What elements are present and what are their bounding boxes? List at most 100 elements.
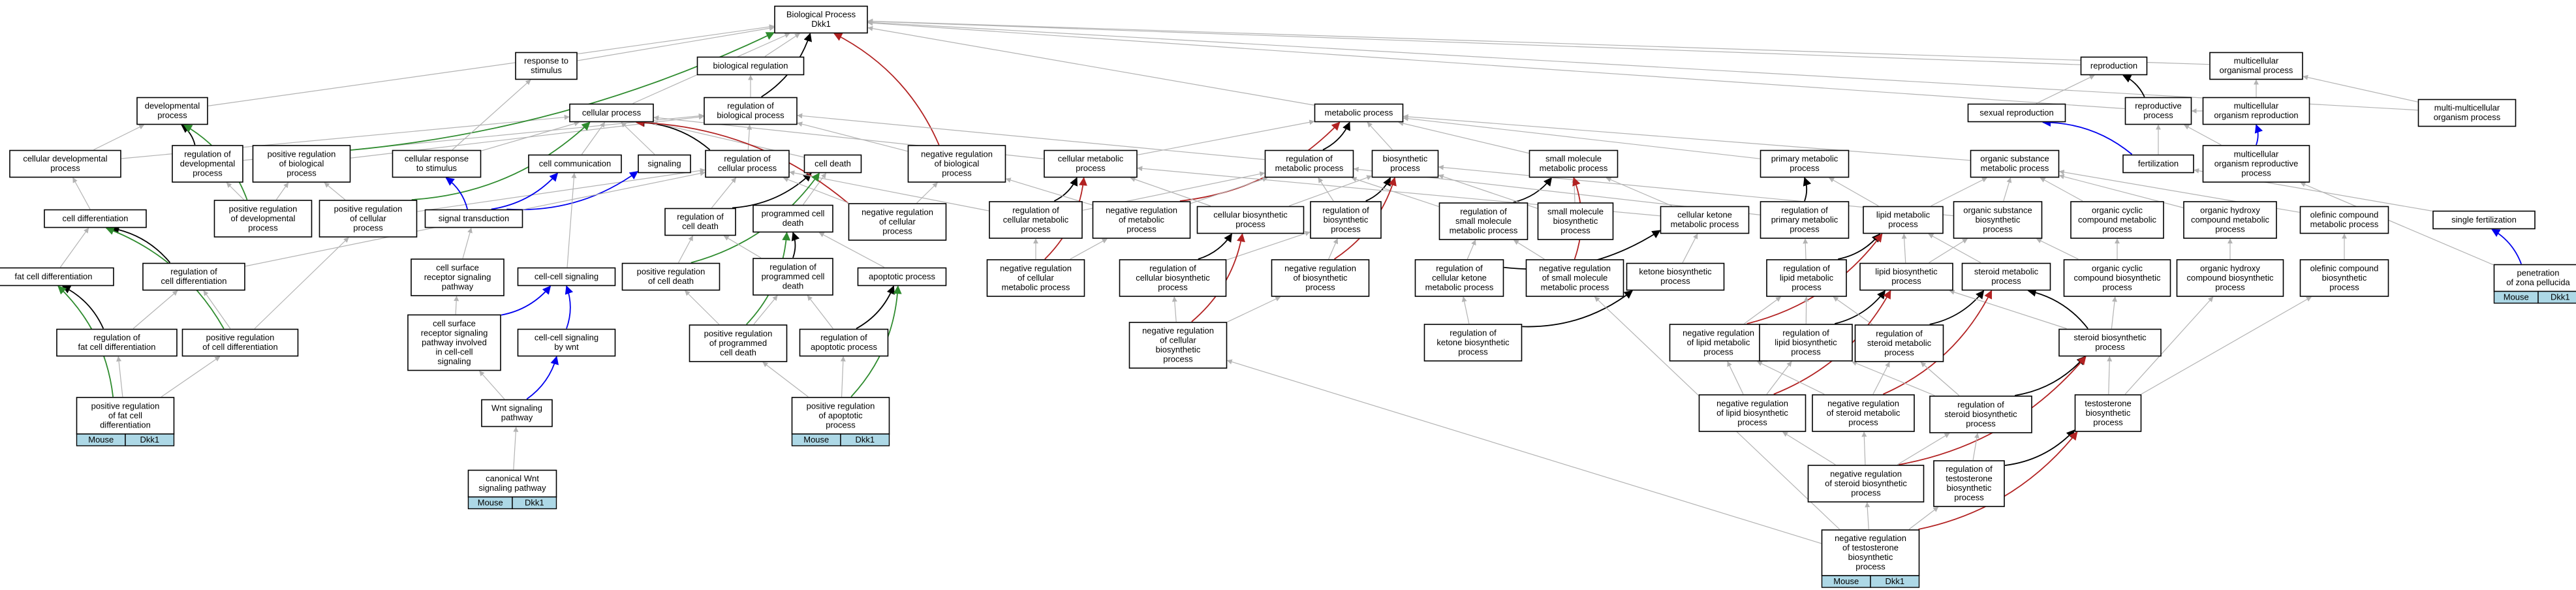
go-term-node-sexrep[interactable]: sexual reproduction xyxy=(1967,103,2066,123)
go-term-node-breg[interactable]: biological regulation xyxy=(696,56,805,76)
go-term-node-fert[interactable]: fertilization xyxy=(2122,154,2194,174)
go-term-node-sigtr[interactable]: signal transduction xyxy=(424,209,523,228)
go-term-node-apop[interactable]: apoptotic process xyxy=(857,267,947,287)
go-term-node-celldiff[interactable]: cell differentiation xyxy=(44,209,147,228)
node-label-line: receptor signaling xyxy=(424,272,491,282)
node-box xyxy=(1970,149,2060,178)
go-term-node-repro[interactable]: reproduction xyxy=(2080,56,2148,76)
go-term-node-cellp[interactable]: cellular process xyxy=(569,103,654,123)
node-box xyxy=(696,56,805,76)
edge-is-a-regtbp-to-regstbp xyxy=(1972,433,1979,461)
go-term-node-sig[interactable]: signaling xyxy=(638,154,691,174)
go-term-node-sfert[interactable]: single fertilization xyxy=(2432,210,2536,230)
go-term-node-ccom[interactable]: cell communication xyxy=(528,154,622,174)
go-term-node-ccsig[interactable]: cell-cell signaling xyxy=(517,267,616,287)
edge-negatively-regulates-nrtbp-to-testbp xyxy=(1918,431,2078,530)
go-term-node-regtbp[interactable]: regulation oftestosteronebiosyntheticpro… xyxy=(1933,460,2005,507)
go-term-node-metab[interactable]: metabolic process xyxy=(1314,103,1404,123)
go-term-node-fcd[interactable]: fat cell differentiation xyxy=(0,267,114,287)
go-term-node-cdeath[interactable]: cell death xyxy=(803,154,862,174)
node-label-line: of apoptotic xyxy=(818,411,863,420)
